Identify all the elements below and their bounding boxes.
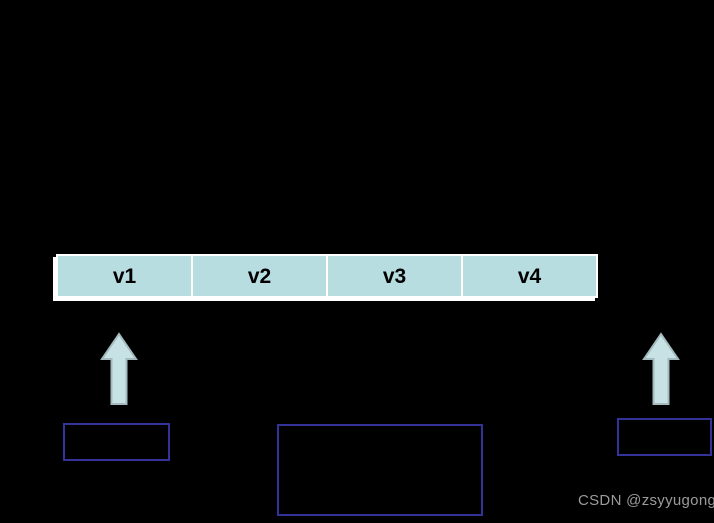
vector-array-bar: v1 v2 v3 v4 [56,254,598,298]
vector-cell-label: v2 [247,264,272,288]
vector-cell-v2: v2 [193,256,326,296]
vector-cell-v3: v3 [328,256,461,296]
watermark: CSDN @zsyyugong [578,492,714,509]
up-arrow-left-icon [100,332,138,406]
annotation-box-middle [277,424,483,516]
annotation-box-left [63,423,170,461]
up-arrow-right-icon [642,332,680,406]
vector-cell-label: v3 [382,264,407,288]
vector-cell-label: v1 [112,264,137,288]
annotation-box-right [617,418,712,456]
vector-cell-v4: v4 [463,256,596,296]
vector-cell-label: v4 [517,264,542,288]
vector-cell-v1: v1 [58,256,191,296]
